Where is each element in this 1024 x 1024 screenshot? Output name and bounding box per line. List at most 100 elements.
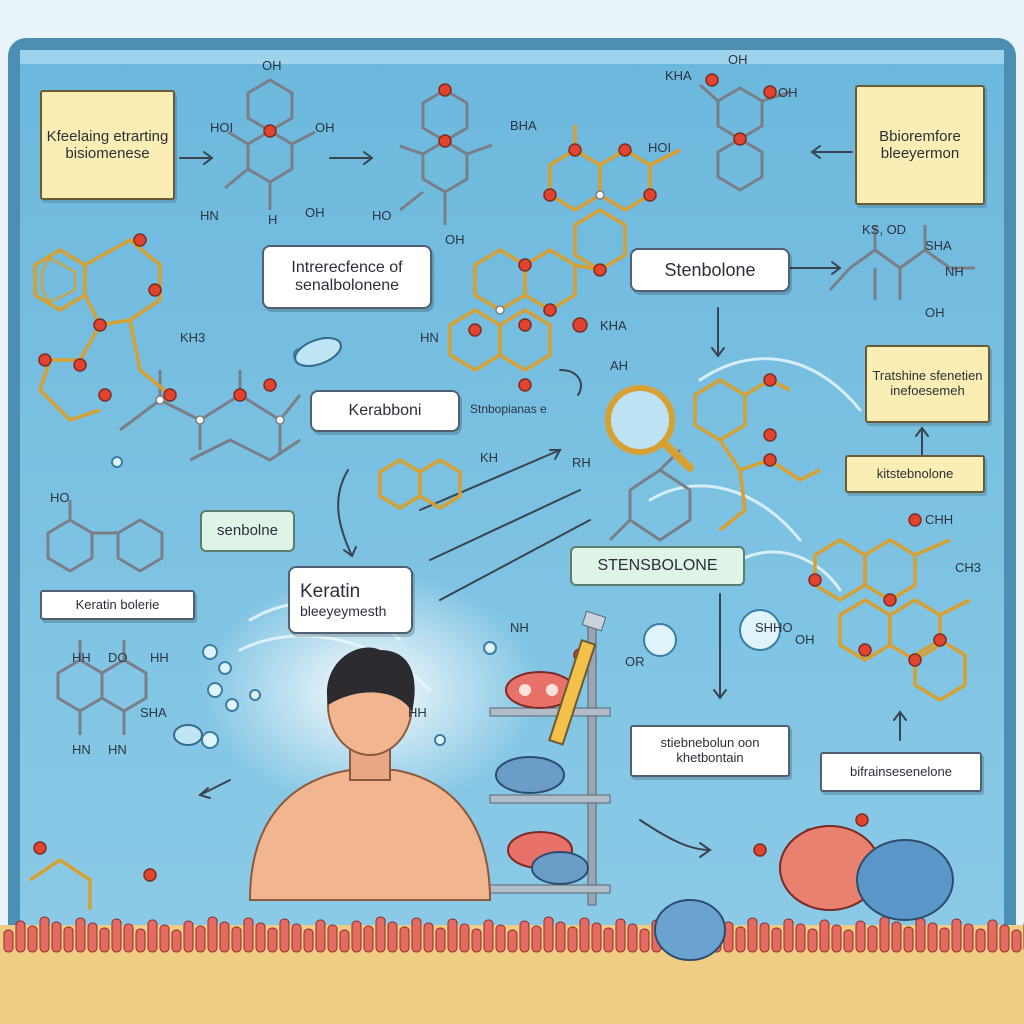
atom-kha: KHA xyxy=(665,68,692,83)
atom-oh: OH xyxy=(925,305,945,320)
atom-bha: BHA xyxy=(510,118,537,133)
membrane-cell xyxy=(879,916,890,953)
membrane-cell xyxy=(891,921,902,953)
atom-sha: SHA xyxy=(140,705,167,720)
membrane-cell xyxy=(15,920,26,953)
membrane-cell xyxy=(423,922,434,953)
stensbolone-card: STENSBOLONE xyxy=(570,546,745,586)
membrane-cell xyxy=(771,927,782,953)
atom-shho: SHHO xyxy=(755,620,793,635)
membrane-cell xyxy=(471,928,482,953)
lab-stand xyxy=(489,610,611,906)
atom-hn: HN xyxy=(420,330,439,345)
atom-hh: HH xyxy=(72,650,91,665)
membrane-cell xyxy=(303,928,314,953)
atom-ah: AH xyxy=(610,358,629,373)
membrane-cell xyxy=(591,922,602,953)
membrane-cell xyxy=(75,917,86,953)
membrane-cell xyxy=(51,921,62,953)
membrane-cell xyxy=(375,916,386,953)
membrane-cell xyxy=(783,918,794,953)
membrane-cell xyxy=(975,928,986,953)
membrane-cell xyxy=(963,923,974,953)
atom-hn: HN xyxy=(200,208,219,223)
large-cells xyxy=(654,825,954,961)
atom-sha: SHA xyxy=(925,238,952,253)
membrane-cell xyxy=(615,918,626,953)
membrane-cell xyxy=(579,917,590,953)
membrane-cell xyxy=(279,918,290,953)
membrane-cell xyxy=(987,919,998,953)
membrane-cell xyxy=(27,925,38,953)
stiebnebolun-card: stiebnebolun oon khetbontain xyxy=(630,725,790,777)
membrane-cell xyxy=(759,922,770,953)
flow-arrows xyxy=(179,145,929,858)
membrane-cell xyxy=(267,927,278,953)
atom-oh: OH xyxy=(778,85,798,100)
atom-oh: OH xyxy=(728,52,748,67)
membrane-cell xyxy=(603,927,614,953)
atom-hn: HN xyxy=(108,742,127,757)
membrane-cell xyxy=(39,916,50,953)
atom-or: OR xyxy=(625,654,645,669)
membrane-cell xyxy=(207,916,218,953)
board-top-rail xyxy=(20,50,1004,64)
bifrainesenelone-card: bifrainsesenelone xyxy=(820,752,982,792)
senbolne-card: senbolne xyxy=(200,510,295,552)
tratshine-note: Tratshine sfenetien inefoesemeh xyxy=(865,345,990,423)
atom-ch3: CH3 xyxy=(955,560,982,575)
keratin-title: Keratin xyxy=(300,581,361,603)
membrane-cell xyxy=(819,919,830,953)
atom-kh: KH xyxy=(480,450,499,465)
membrane-cell xyxy=(903,926,914,953)
membrane-cell xyxy=(519,920,530,953)
membrane-cell xyxy=(123,923,134,953)
intro-card: Intrerecfence of senalbolonene xyxy=(262,245,432,309)
atom-oh: OH xyxy=(262,58,282,73)
membrane-cell xyxy=(747,917,758,953)
membrane-cell xyxy=(531,925,542,953)
membrane-cell xyxy=(327,924,338,953)
atom-oh: OH xyxy=(315,120,335,135)
node-atoms xyxy=(155,190,605,425)
atom-ho: HO xyxy=(372,208,392,223)
person-figure xyxy=(248,647,492,901)
atom-hh: HH xyxy=(408,705,427,720)
membrane-cell xyxy=(507,929,518,953)
membrane-cell xyxy=(939,927,950,953)
membrane-cell xyxy=(87,922,98,953)
membrane-cell xyxy=(807,928,818,953)
membrane-cell xyxy=(447,918,458,953)
note-top-right: Bbioremfore bleeyermon xyxy=(855,85,985,205)
capsule-molecules xyxy=(173,337,342,746)
membrane-cell xyxy=(243,917,254,953)
magnifier-glass xyxy=(605,385,694,472)
note-top-left: Kfeelaing etrarting bisiomenese xyxy=(40,90,175,200)
atom-ho: HO xyxy=(50,490,70,505)
atom-do: DO xyxy=(108,650,128,665)
membrane-cell xyxy=(459,923,470,953)
membrane-cell xyxy=(951,918,962,953)
membrane-cell xyxy=(339,929,350,953)
oxygen-atoms xyxy=(33,73,947,882)
atom-ks-od: KS, OD xyxy=(862,222,907,237)
membrane-cell xyxy=(999,924,1010,953)
membrane-cell xyxy=(159,924,170,953)
molecule-structures-grey xyxy=(46,78,975,735)
membrane-cell xyxy=(351,920,362,953)
atom-kh3: KH3 xyxy=(180,330,206,345)
atom-nh: NH xyxy=(510,620,529,635)
membrane-cell xyxy=(135,928,146,953)
atom-oh: OH xyxy=(795,632,815,647)
keratin-card: Keratin bleeyeymesth xyxy=(288,566,413,634)
membrane-cell xyxy=(363,925,374,953)
membrane-cell xyxy=(867,925,878,953)
stenbolone-card: Stenbolone xyxy=(630,248,790,292)
atom-hoi: HOI xyxy=(210,120,234,135)
membrane-cell xyxy=(291,923,302,953)
membrane-cell xyxy=(915,917,926,953)
membrane-cell xyxy=(435,927,446,953)
membrane-cell xyxy=(3,929,14,953)
membrane-cell xyxy=(735,926,746,953)
